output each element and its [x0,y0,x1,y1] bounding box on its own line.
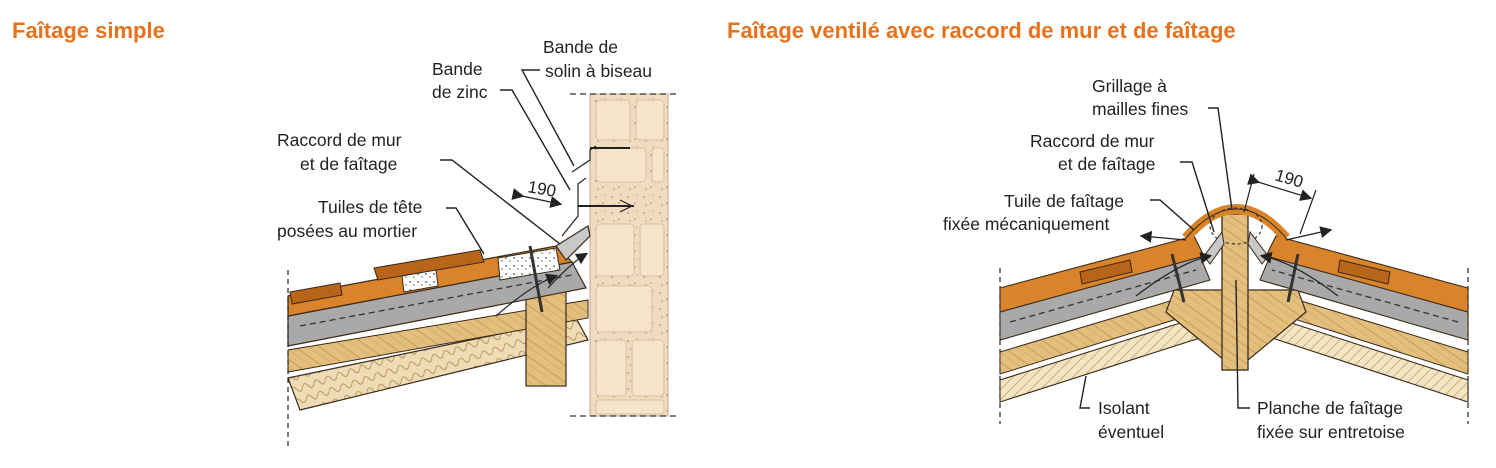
zinc-strip [561,177,587,237]
masonry-wall [570,93,680,417]
leader-planche [1235,279,1250,409]
leader-raccord [440,159,561,245]
leader-grillage [1208,107,1233,211]
label-tuiles-line2: posées au mortier [277,221,417,241]
label-grillage-line2: mailles fines [1092,99,1189,119]
airflow-arrow [547,252,589,289]
wall-ridge-connector [555,225,591,261]
label-bande-zinc-line2: de zinc [432,82,488,102]
fine-mesh [1209,207,1263,245]
left-dimension-190: 190 [526,177,557,201]
label-raccord-line2: et de faîtage [300,154,397,174]
label-raccord-right-line1: Raccord de mur [1030,131,1155,151]
label-planche-line2: fixée sur entretoise [1257,422,1405,442]
label-raccord-line1: Raccord de mur [277,130,402,150]
label-grillage-line1: Grillage à [1092,76,1167,96]
right-section: Faîtage ventilé avec raccord de mur et d… [727,18,1469,442]
label-tuiles-line1: Tuiles de tête [318,197,422,217]
label-bande-zinc-line1: Bande [432,59,483,79]
leader-bande-solin [520,69,575,167]
left-title: Faîtage simple [12,18,165,43]
label-planche-line1: Planche de faîtage [1257,398,1403,418]
mortar-bed [401,269,439,293]
timber-support [525,289,567,387]
label-tuile-line1: Tuile de faîtage [1004,191,1124,211]
label-isolant-line1: Isolant [1098,398,1150,418]
label-tuile-line2: fixée mécaniquement [943,214,1109,234]
label-raccord-right-line2: et de faîtage [1058,154,1155,174]
left-section: Faîtage simple [12,18,680,450]
label-isolant-line2: éventuel [1098,422,1164,442]
leader-tuiles [446,207,485,255]
label-bande-solin-line1: Bande de [543,37,618,57]
insulation-batt [287,317,589,411]
leader-bande-zinc [500,89,571,191]
fixing-screw [528,245,544,313]
label-bande-solin-line2: solin à biseau [545,61,652,81]
airflow-arrow [495,273,559,317]
leader-raccord-right [1180,161,1215,233]
leader-isolant [1079,375,1090,409]
ridge-board [1221,213,1249,371]
leader-tuile [1150,199,1195,231]
right-title: Faîtage ventilé avec raccord de mur et d… [727,18,1236,43]
